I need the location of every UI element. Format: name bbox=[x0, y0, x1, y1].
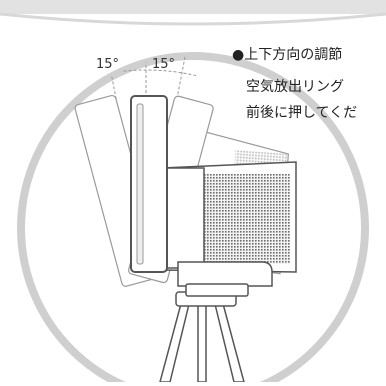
grille bbox=[204, 174, 290, 264]
top-bar bbox=[0, 0, 386, 14]
instruction-text-1: 上下方向の調節 bbox=[244, 47, 343, 63]
stand-base bbox=[177, 261, 273, 297]
fan-body bbox=[161, 161, 297, 273]
instruction-line-2: 空気放出リング bbox=[246, 79, 344, 95]
instruction-line-3: 前後に押してくだ bbox=[246, 105, 358, 121]
angle-label-left: 15° bbox=[96, 57, 119, 72]
front-panel bbox=[130, 95, 168, 273]
bullet-icon: ● bbox=[232, 47, 245, 63]
angle-label-right: 15° bbox=[152, 57, 175, 72]
instruction-line-1: ●上下方向の調節 bbox=[232, 44, 342, 64]
